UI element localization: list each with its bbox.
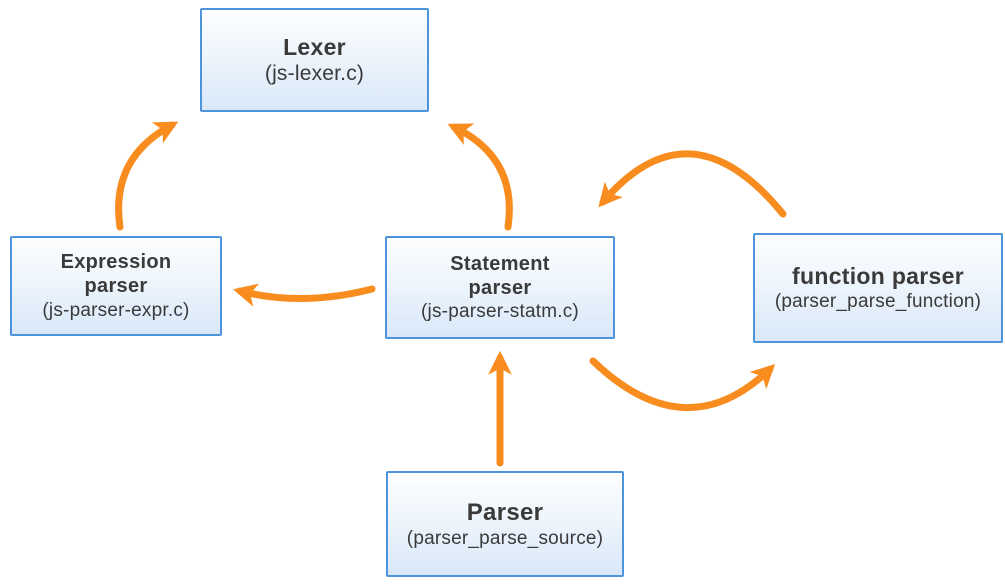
node-title: Parser xyxy=(466,498,544,526)
node-expression-parser: Expression parser (js-parser-expr.c) xyxy=(10,236,222,336)
node-title: Lexer xyxy=(283,34,346,61)
node-subtitle: (js-parser-statm.c) xyxy=(421,301,579,323)
node-subtitle: (parser_parse_source) xyxy=(406,528,604,550)
node-subtitle: (js-lexer.c) xyxy=(264,62,365,86)
node-function-parser: function parser (parser_parse_function) xyxy=(753,233,1003,343)
edge-statement-parser-to-expression-parser xyxy=(233,283,376,307)
edge-statement-parser-to-function-parser xyxy=(589,357,776,412)
node-subtitle: (js-parser-expr.c) xyxy=(42,299,190,321)
node-statement-parser: Statement parser (js-parser-statm.c) xyxy=(385,236,615,339)
node-title: Statement parser xyxy=(450,252,550,299)
node-parser: Parser (parser_parse_source) xyxy=(386,471,624,577)
edge-expression-parser-to-lexer xyxy=(115,121,179,231)
node-lexer: Lexer (js-lexer.c) xyxy=(200,8,429,112)
node-title: Expression parser xyxy=(60,251,172,298)
node-title: function parser xyxy=(792,263,964,290)
node-subtitle: (parser_parse_function) xyxy=(774,291,982,313)
edge-function-parser-to-statement-parser xyxy=(598,150,787,218)
edge-statement-parser-to-lexer xyxy=(447,123,513,231)
